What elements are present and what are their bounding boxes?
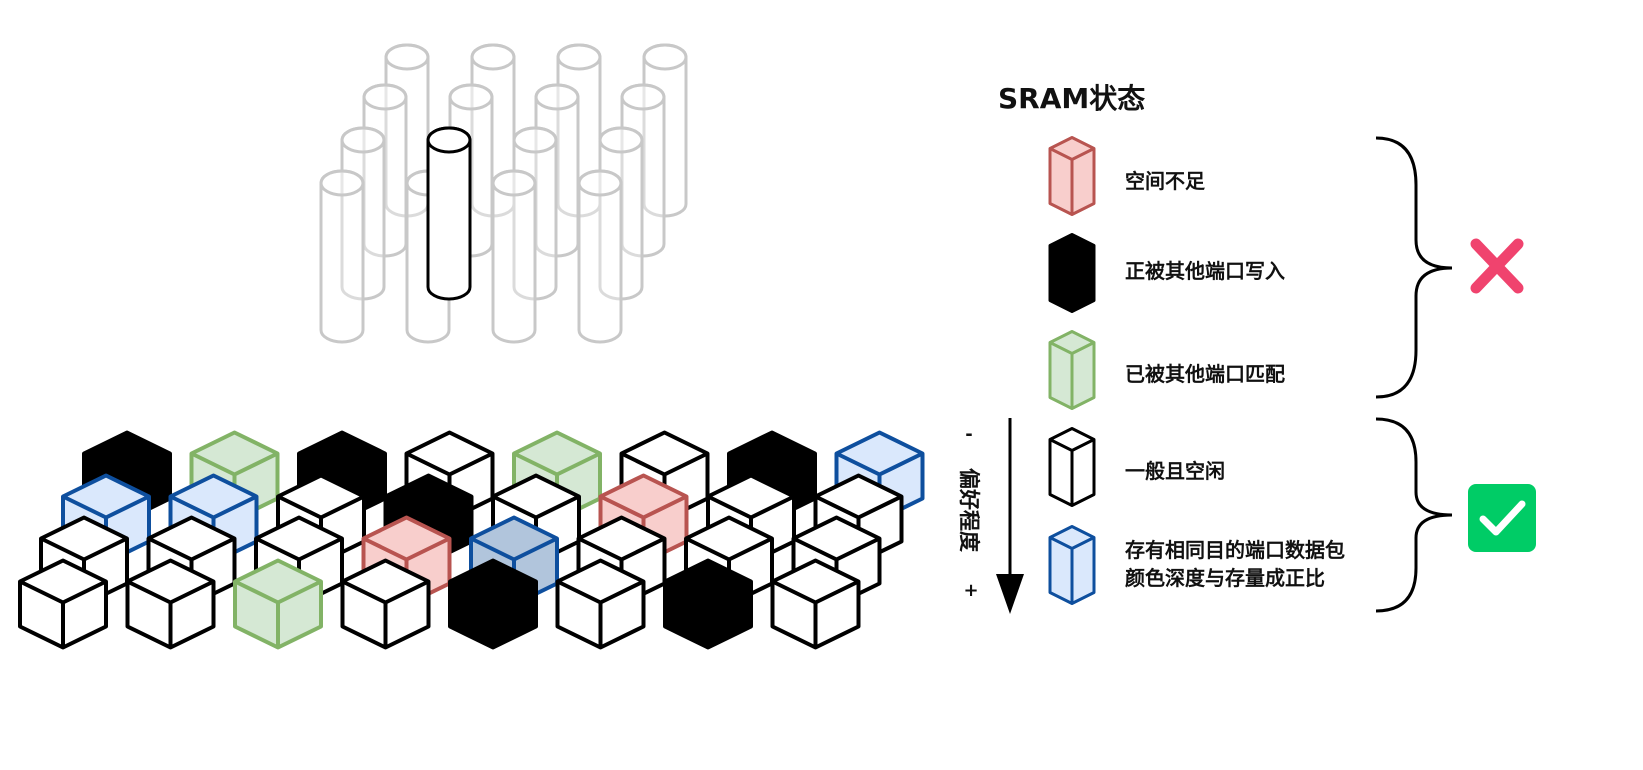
preference-plus: + — [963, 580, 978, 601]
reject-brace — [1375, 136, 1453, 399]
legend-swatch-writing — [1048, 233, 1096, 313]
legend-swatch-idle — [1048, 427, 1096, 507]
selected-sram-cylinder — [426, 126, 472, 301]
legend-item-writing: 正被其他端口写入 — [1048, 233, 1285, 313]
sram-cube-idle — [125, 558, 216, 650]
sram-cube-idle — [555, 558, 646, 650]
sram-cube-writing — [448, 558, 538, 650]
accept-brace — [1375, 417, 1453, 613]
sram-cylinder — [577, 169, 623, 344]
legend-label-idle: 一般且空闲 — [1125, 459, 1225, 483]
legend-swatch-insufficient — [1048, 136, 1096, 216]
legend-label-insufficient: 空间不足 — [1125, 169, 1206, 193]
sram-cube-grid — [18, 430, 925, 650]
preference-arrow-head — [996, 574, 1024, 614]
sram-cube-idle — [770, 558, 861, 650]
legend-swatch-matched — [1048, 330, 1096, 410]
legend-label-matched: 已被其他端口匹配 — [1125, 362, 1285, 386]
preference-minus: - — [965, 424, 972, 445]
legend-label-writing: 正被其他端口写入 — [1125, 259, 1285, 283]
legend-swatch-same-dest — [1048, 525, 1096, 605]
legend-label-same-dest-line-2: 颜色深度与存量成正比 — [1125, 566, 1325, 590]
sram-cube-idle — [18, 558, 108, 650]
legend-item-idle: 一般且空闲 — [1048, 427, 1225, 507]
sram-cube-matched — [233, 558, 323, 650]
cross-icon — [1470, 238, 1524, 294]
preference-axis: - + 偏好程度 — [957, 418, 1024, 614]
sram-cylinder-array — [319, 43, 688, 344]
sram-cylinder — [491, 169, 537, 344]
legend: SRAM状态 空间不足正被其他端口写入已被其他端口匹配一般且空闲存有相同目的端口… — [998, 82, 1345, 605]
check-icon — [1468, 484, 1536, 552]
legend-item-insufficient: 空间不足 — [1048, 136, 1206, 216]
legend-label-same-dest-line-1: 存有相同目的端口数据包 — [1125, 538, 1345, 562]
sram-cube-writing — [663, 558, 753, 650]
sram-cube-idle — [340, 558, 431, 650]
sram-cylinder — [319, 169, 365, 344]
legend-title: SRAM状态 — [998, 82, 1145, 115]
legend-item-matched: 已被其他端口匹配 — [1048, 330, 1285, 410]
preference-label: 偏好程度 — [957, 468, 981, 552]
sram-cylinder — [534, 83, 580, 258]
